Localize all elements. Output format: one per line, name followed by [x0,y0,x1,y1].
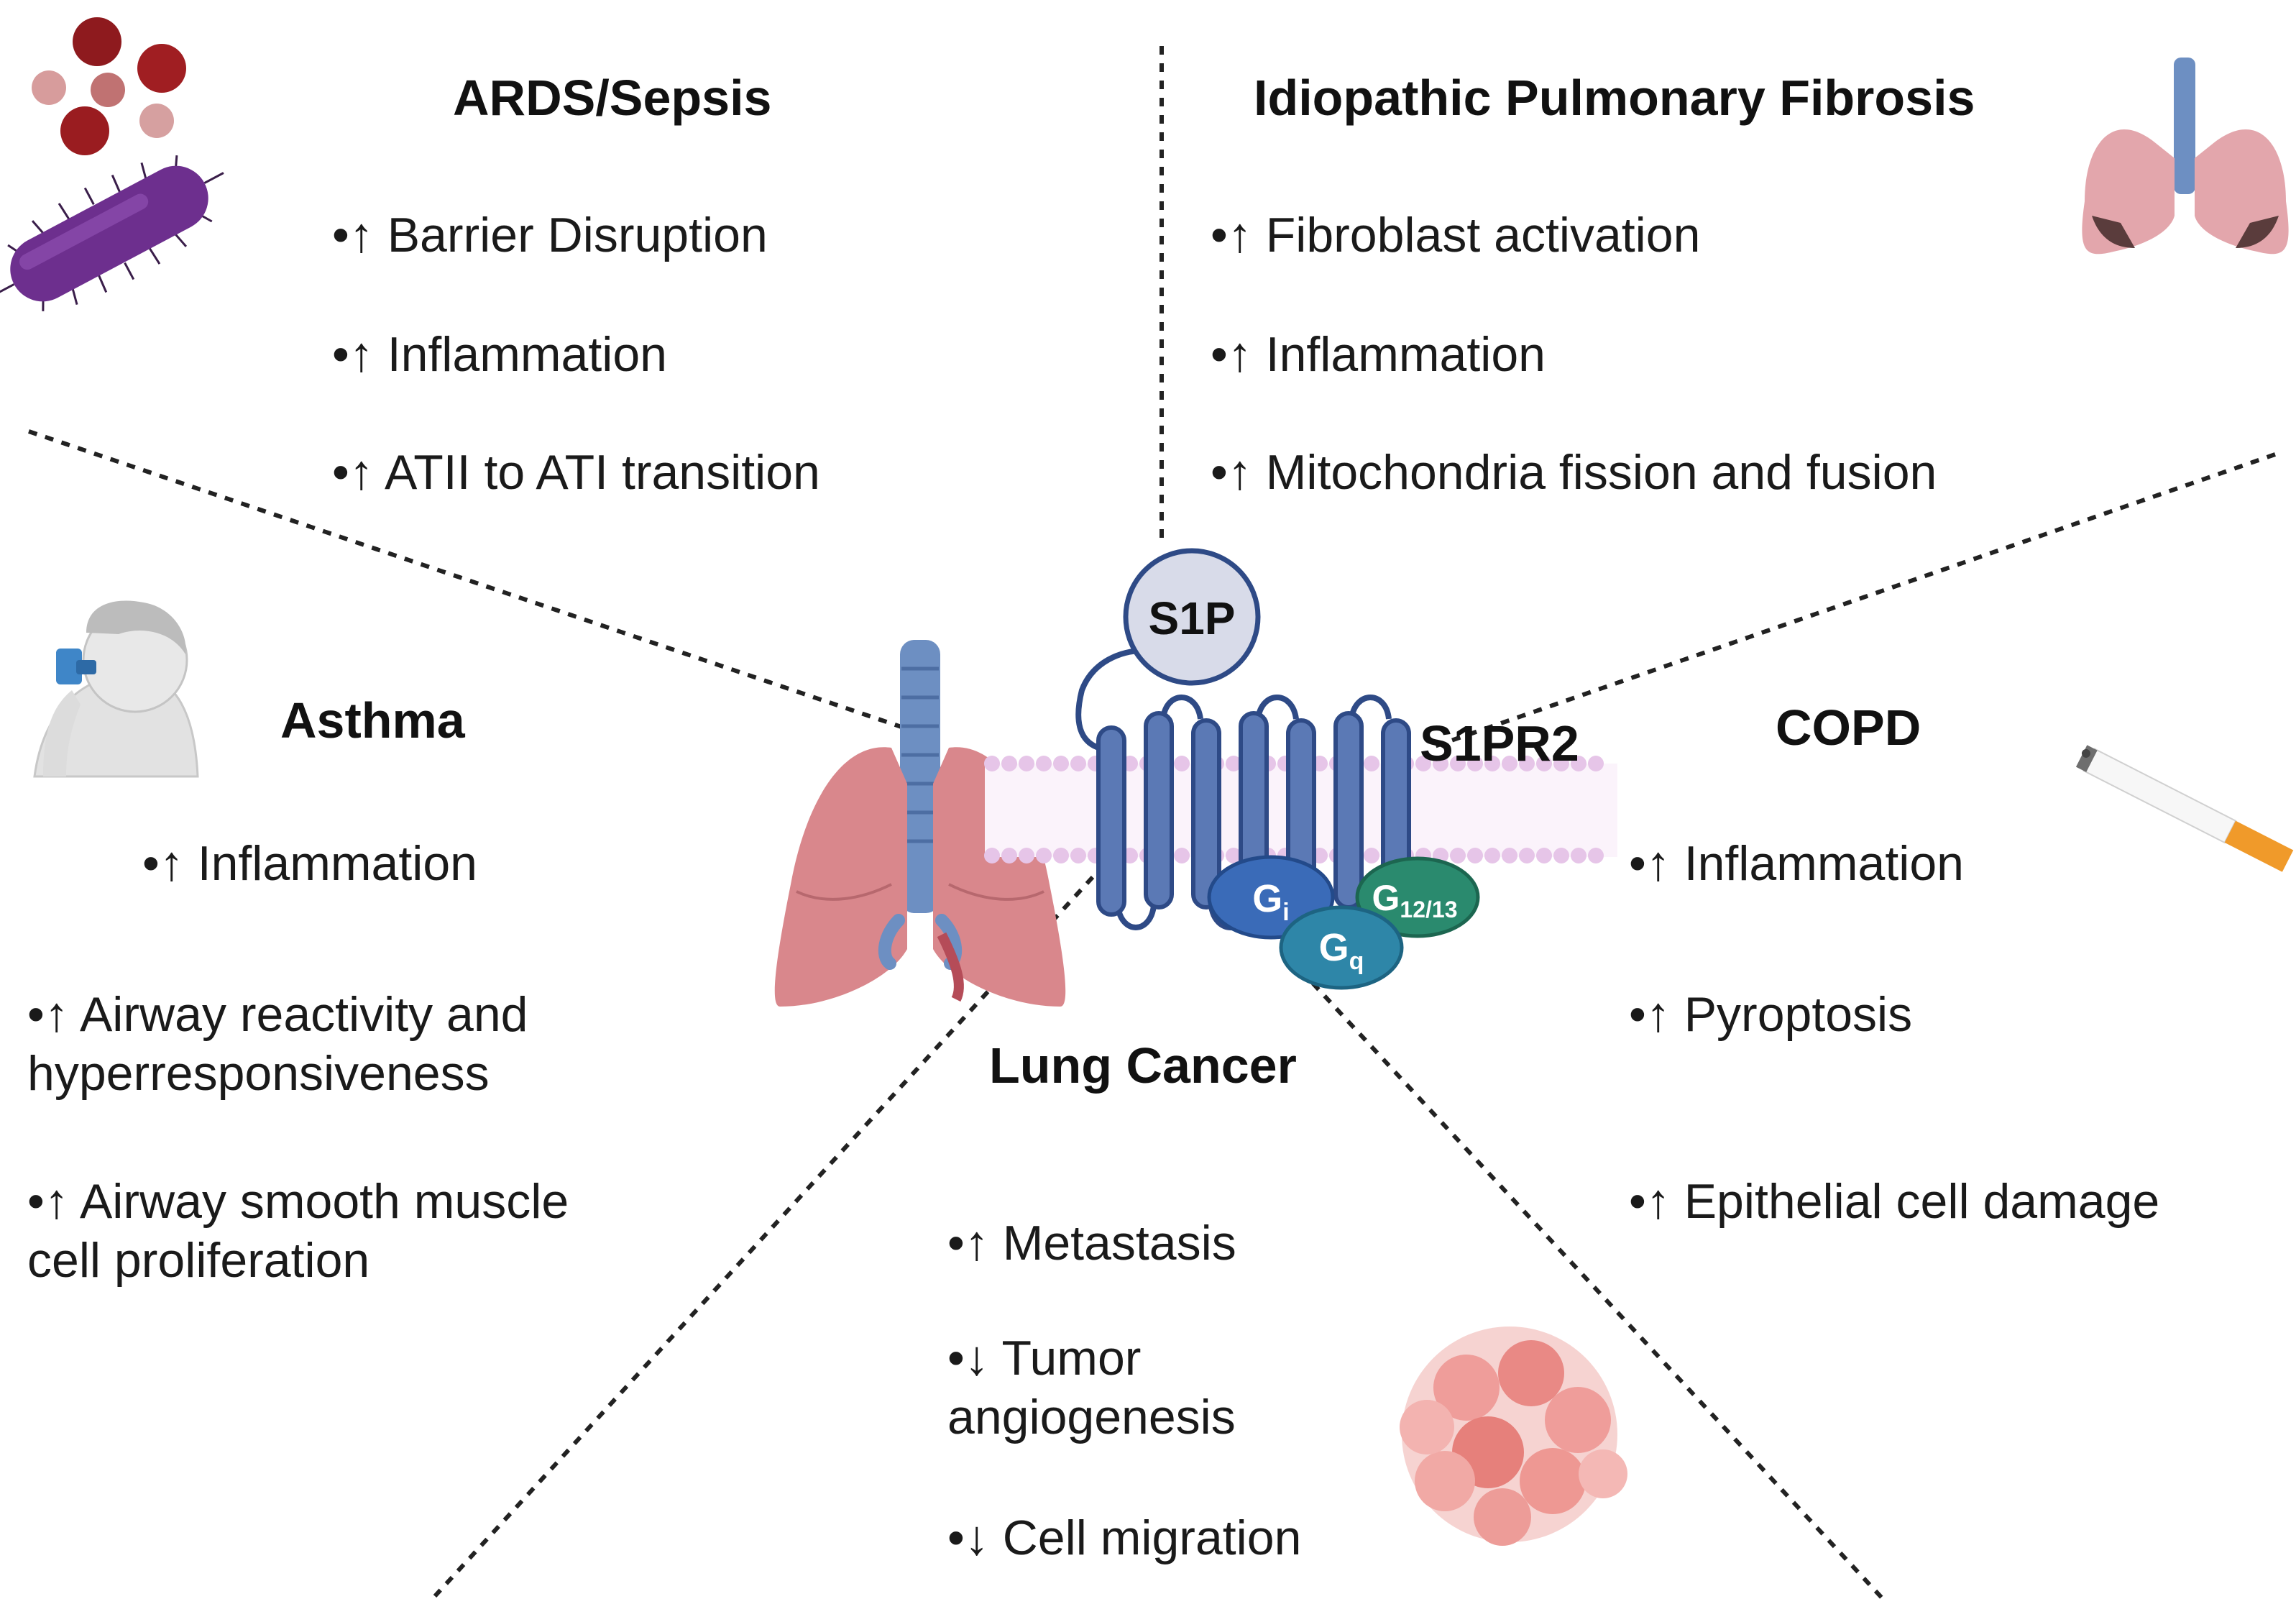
lipid-head [1036,756,1052,771]
ipf-bullet-3: •↑ Mitochondria fission and fusion [1211,445,1937,500]
lung-cancer-title: Lung Cancer [989,1037,1297,1094]
ards-sepsis-title: ARDS/Sepsis [453,70,772,126]
lipid-head [1364,848,1379,863]
lipid-head [1070,848,1086,863]
lipid-head [1467,848,1483,863]
asthma-bullet-3: •↑ Airway smooth muscle cell proliferati… [27,1174,569,1288]
lipid-head [1553,848,1569,863]
lipid-head [984,848,1000,863]
lipid-head [1536,756,1552,771]
lipid-head [1553,756,1569,771]
fibrotic-lungs-icon [2082,58,2289,255]
bacterium-icon [0,155,224,311]
lung-cancer-bullet-1: •↑ Metastasis [947,1216,1236,1270]
ipf-title: Idiopathic Pulmonary Fibrosis [1254,70,1975,126]
lipid-head [1484,756,1500,771]
lipid-head [1364,756,1379,771]
ipf-bullet-1: •↑ Fibroblast activation [1211,208,1701,262]
blood-cells-icon [32,17,186,155]
lipid-head [1174,756,1190,771]
lipid-head [1502,848,1517,863]
s1p-ligand-circle [1123,548,1261,686]
lipid-head [1571,848,1586,863]
divider-upper-right [1430,452,2276,750]
s1pr2-receptor [1075,648,1432,930]
lipid-head [1519,756,1535,771]
lipid-head [1467,756,1483,771]
lipid-head [1450,848,1466,863]
lung-cancer-bullet-3: •↓ Cell migration [947,1511,1302,1565]
inhaler-person-icon [33,600,199,778]
lipid-head [1450,756,1466,771]
asthma-bullet-2: •↑ Airway reactivity and hyperresponsive… [27,987,528,1101]
lungs-icon [774,640,1066,1007]
lipid-head [1053,848,1069,863]
lipid-head [1502,756,1517,771]
lipid-head [1053,756,1069,771]
lipid-head [1433,756,1448,771]
lipid-head [1001,848,1017,863]
lipid-head [1571,756,1586,771]
lipid-head [1226,756,1241,771]
lipid-head [984,756,1000,771]
svg-text:Gq: Gq [1319,926,1364,975]
lipid-head [1226,848,1241,863]
receptor-n-terminus [1075,648,1144,751]
receptor-name-label: S1PR2 [1420,715,1579,771]
lipid-head [1484,848,1500,863]
asthma-bullet-1: •↑ Inflammation [142,836,477,891]
lipid-head [1174,848,1190,863]
copd-bullet-2: •↑ Pyroptosis [1629,987,1913,1042]
divider-lines [28,46,2276,1605]
lipid-head [1415,756,1431,771]
lipid-head [1588,756,1604,771]
ards-bullet-3: •↑ ATII to ATI transition [332,445,820,500]
asthma-title: Asthma [280,692,465,748]
lipid-head [1536,848,1552,863]
cigarette-icon [2075,745,2294,872]
lipid-head [1019,848,1034,863]
svg-text:G12/13: G12/13 [1372,878,1458,922]
ipf-bullet-2: •↑ Inflammation [1211,327,1546,382]
copd-bullet-1: •↑ Inflammation [1629,836,1964,891]
g-protein-gq: Gq [1279,905,1404,990]
g-protein-g1213: G12/13 [1355,856,1480,938]
s1p-ligand-label: S1P [1149,592,1236,644]
lipid-head [1070,756,1086,771]
divider-lower-right [1299,968,1889,1605]
lipid-head [1519,848,1535,863]
divider-lower-left [433,875,1095,1598]
lipid-head [1001,756,1017,771]
copd-bullet-3: •↑ Epithelial cell damage [1629,1174,2160,1229]
svg-text:Gi: Gi [1252,877,1289,926]
lipid-head [1036,848,1052,863]
lipid-head [1019,756,1034,771]
lipid-head [1588,848,1604,863]
ards-bullet-1: •↑ Barrier Disruption [332,208,768,262]
copd-title: COPD [1776,700,1921,756]
ards-bullet-2: •↑ Inflammation [332,327,667,382]
tumor-cell-cluster-icon [1400,1327,1627,1546]
divider-upper-left [28,429,942,743]
lung-cancer-bullet-2: •↓ Tumor angiogenesis [947,1331,1236,1444]
